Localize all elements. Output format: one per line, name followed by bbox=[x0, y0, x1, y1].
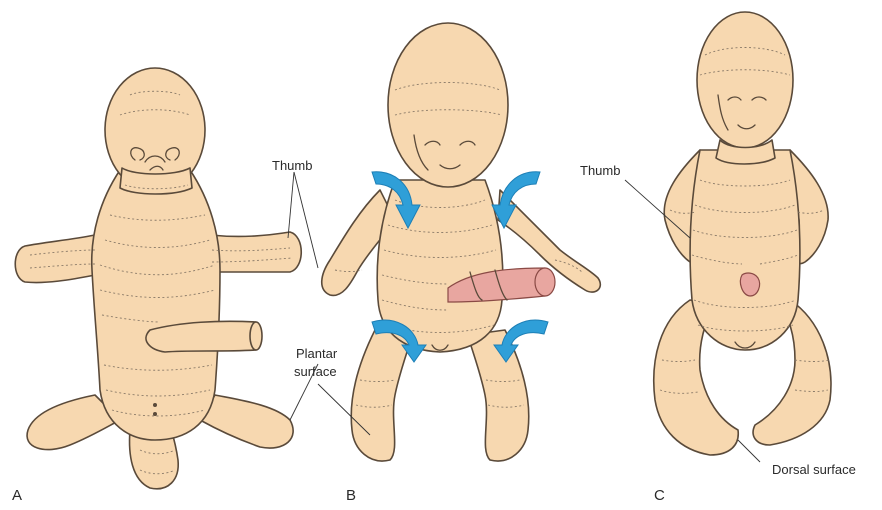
label-thumb-c: Thumb bbox=[580, 163, 620, 178]
panel-c-embryo bbox=[654, 12, 831, 455]
label-plantar-line2: surface bbox=[294, 364, 337, 379]
label-thumb-a: Thumb bbox=[272, 158, 312, 173]
panel-letter-a: A bbox=[12, 487, 22, 504]
leader-thumb-a1 bbox=[288, 172, 294, 238]
leader-dorsal bbox=[738, 440, 760, 462]
panel-a-embryo bbox=[15, 68, 301, 489]
panel-b-embryo bbox=[322, 23, 601, 461]
label-plantar-line1: Plantar bbox=[296, 346, 338, 361]
panel-letter-b: B bbox=[346, 487, 356, 504]
panel-letter-c: C bbox=[654, 487, 665, 504]
label-dorsal-surface: Dorsal surface bbox=[772, 462, 856, 477]
